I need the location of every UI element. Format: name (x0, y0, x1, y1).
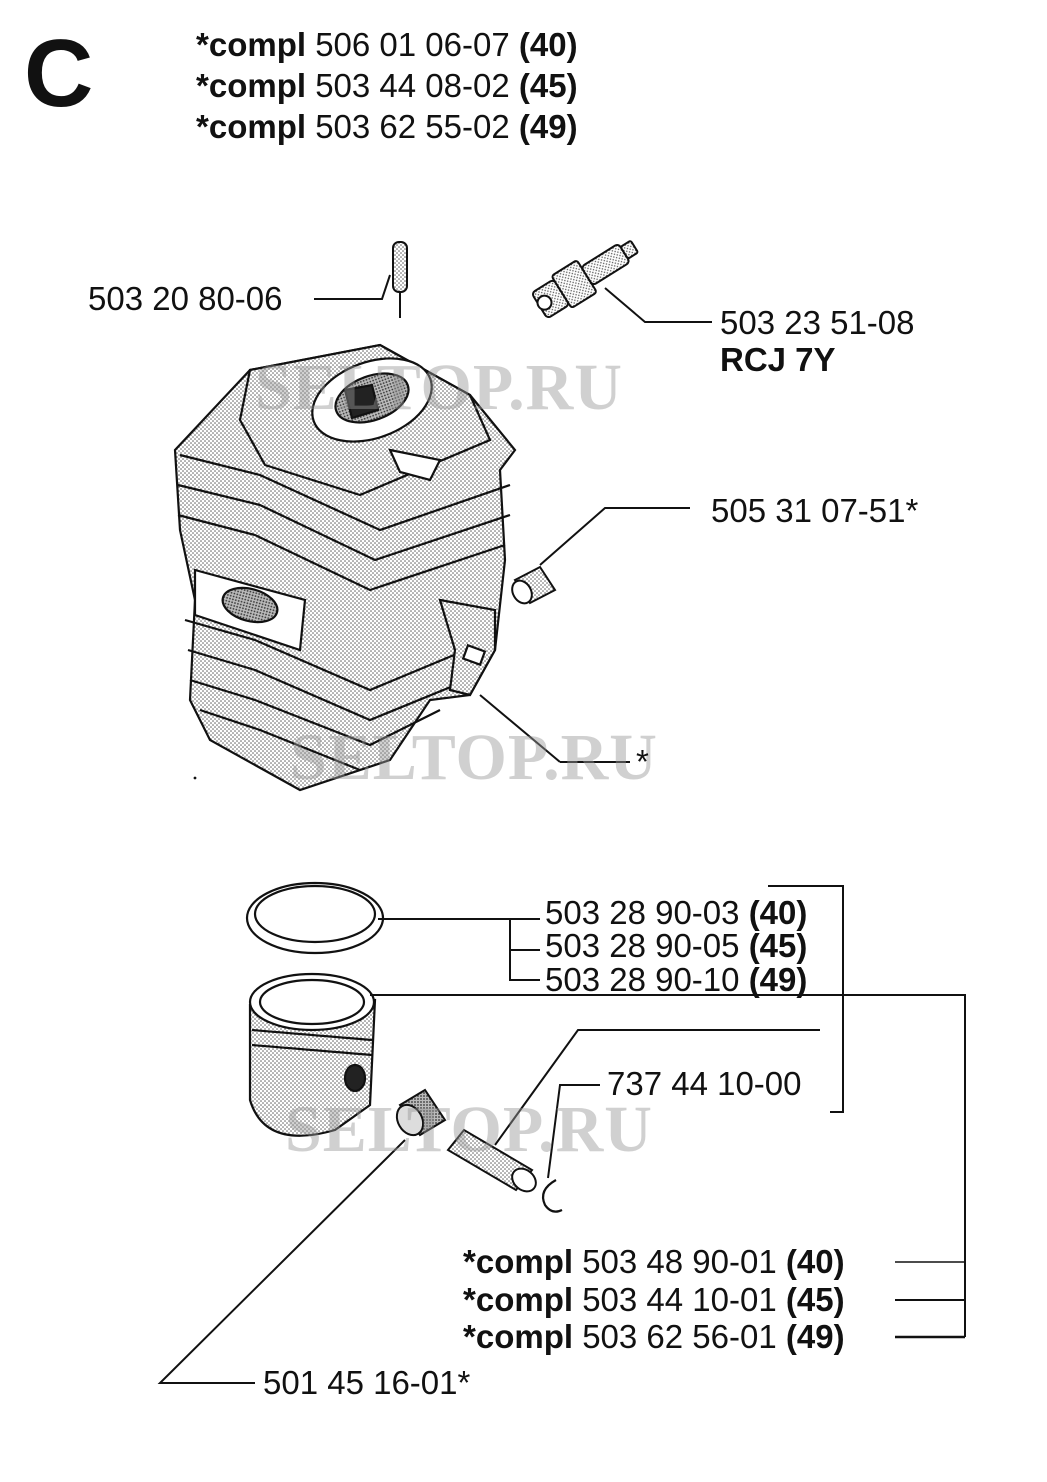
spark-plug-type: RCJ 7Y (720, 341, 836, 378)
piston-drawing (248, 972, 377, 1137)
spark-plug-leader-line (604, 287, 712, 323)
watermark: SELTOP.RU (255, 351, 623, 424)
kit-number: 503 62 55-02 (315, 108, 510, 145)
kit-number: 506 01 06-07 (315, 26, 510, 63)
kit-prefix: *compl (196, 67, 307, 104)
bearing-part-number: 501 45 16-01* (263, 1364, 471, 1401)
section-letter: C (24, 20, 94, 127)
ring-size: (49) (748, 961, 808, 998)
watermark: SELTOP.RU (285, 1093, 653, 1166)
ring-number: 503 28 90-05 (545, 927, 740, 964)
kit-prefix: *compl (196, 26, 307, 63)
kit-prefix: *compl (463, 1243, 574, 1280)
circlip-drawing (541, 1179, 563, 1213)
cylinder-leader-line (479, 694, 561, 763)
ring-number: 503 28 90-10 (545, 961, 740, 998)
kit-size: (49) (785, 1318, 845, 1355)
piston-kit-line: *compl 503 62 56-01 (49) (463, 1320, 845, 1353)
kit-prefix: *compl (463, 1318, 574, 1355)
wrist-pin-drawing (446, 1128, 537, 1193)
spark-plug-part-number: 503 23 51-08 (720, 304, 915, 341)
cylinder-drawing (173, 343, 517, 792)
piston-ring-part-line: 503 28 90-10 (49) (545, 963, 807, 996)
kit-number: 503 44 08-02 (315, 67, 510, 104)
ring-size: (40) (748, 894, 808, 931)
piston-ring-part-line: 503 28 90-05 (45) (545, 929, 807, 962)
cylinder-kit-line: *compl 506 01 06-07 (40) (196, 28, 578, 61)
cylinder-part-number: * (636, 743, 649, 780)
kit-size: (45) (518, 67, 578, 104)
cylinder-kit-line: *compl 503 62 55-02 (49) (196, 110, 578, 143)
kit-size: (40) (518, 26, 578, 63)
kit-number: 503 48 90-01 (582, 1243, 777, 1280)
kit-prefix: *compl (463, 1281, 574, 1318)
kit-size: (40) (785, 1243, 845, 1280)
piston-ring-part-line: 503 28 90-03 (40) (545, 896, 807, 929)
insert-drawing (511, 565, 557, 605)
kit-size: (45) (785, 1281, 845, 1318)
piston-ring-drawing (245, 881, 385, 955)
cylinder-kit-line: *compl 503 44 08-02 (45) (196, 69, 578, 102)
circlip-part-number: 737 44 10-00 (607, 1065, 802, 1102)
piston-kit-line: *compl 503 44 10-01 (45) (463, 1283, 845, 1316)
kit-number: 503 44 10-01 (582, 1281, 777, 1318)
watermark: SELTOP.RU (290, 721, 658, 794)
pin-drawing (392, 241, 408, 318)
insert-leader-line (539, 507, 690, 566)
ring-number: 503 28 90-03 (545, 894, 740, 931)
pin-part-number: 503 20 80-06 (88, 280, 283, 317)
needle-bearing-drawing (395, 1088, 447, 1137)
kit-prefix: *compl (196, 108, 307, 145)
pin-leader-line (314, 274, 391, 300)
kit-size: (49) (518, 108, 578, 145)
piston-kit-line: *compl 503 48 90-01 (40) (463, 1245, 845, 1278)
spark-plug-drawing (531, 240, 639, 319)
kit-number: 503 62 56-01 (582, 1318, 777, 1355)
ring-size: (45) (748, 927, 808, 964)
insert-part-number: 505 31 07-51* (711, 492, 919, 529)
